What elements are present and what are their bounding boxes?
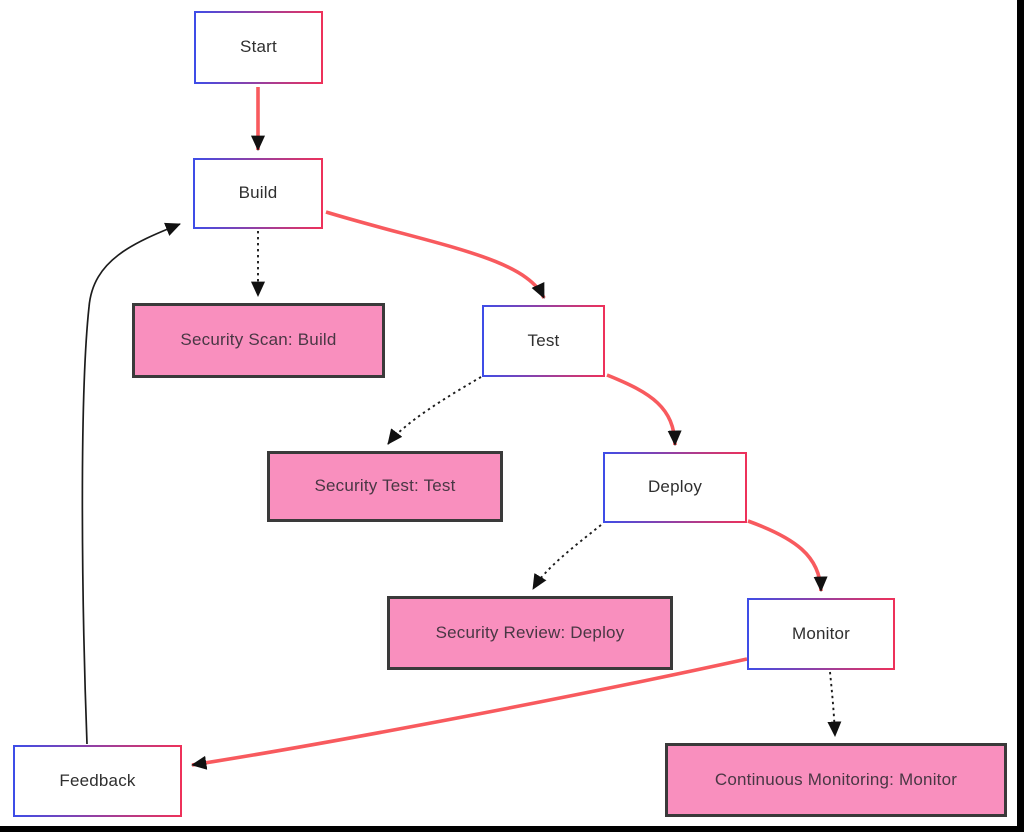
- node-continuous-monitoring-monitor: Continuous Monitoring: Monitor: [665, 743, 1007, 817]
- node-test-label: Test: [527, 330, 560, 350]
- node-security-test-test: Security Test: Test: [267, 451, 503, 522]
- node-monitor-label: Monitor: [791, 623, 851, 643]
- node-security-scan-build-label: Security Scan: Build: [180, 330, 337, 350]
- node-security-review-deploy-label: Security Review: Deploy: [435, 622, 625, 642]
- frame-bar-right: [1017, 0, 1024, 832]
- node-security-scan-build: Security Scan: Build: [132, 303, 385, 378]
- node-security-review-deploy: Security Review: Deploy: [387, 596, 673, 670]
- edge-feedback-to-build: [81, 222, 181, 745]
- node-build: Build: [193, 158, 323, 229]
- node-feedback-label: Feedback: [59, 770, 136, 790]
- node-feedback: Feedback: [13, 745, 182, 817]
- edge-build-to-test: [325, 210, 546, 299]
- node-start: Start: [194, 11, 323, 84]
- edge-test-to-security-test: [387, 376, 482, 445]
- edge-monitor-to-feedback: [191, 657, 748, 770]
- edge-test-to-deploy: [606, 373, 682, 446]
- node-security-test-test-label: Security Test: Test: [314, 476, 456, 496]
- edge-deploy-to-security-review: [532, 524, 602, 590]
- node-build-label: Build: [238, 183, 278, 203]
- frame-bar-bottom: [0, 826, 1024, 832]
- node-deploy: Deploy: [603, 452, 747, 523]
- node-monitor: Monitor: [747, 598, 895, 670]
- edge-monitor-to-continuous-monitoring: [827, 671, 842, 737]
- edge-deploy-to-monitor: [747, 519, 828, 592]
- node-test: Test: [482, 305, 605, 377]
- node-continuous-monitoring-monitor-label: Continuous Monitoring: Monitor: [714, 769, 958, 789]
- node-start-label: Start: [240, 37, 277, 57]
- node-deploy-label: Deploy: [647, 477, 703, 497]
